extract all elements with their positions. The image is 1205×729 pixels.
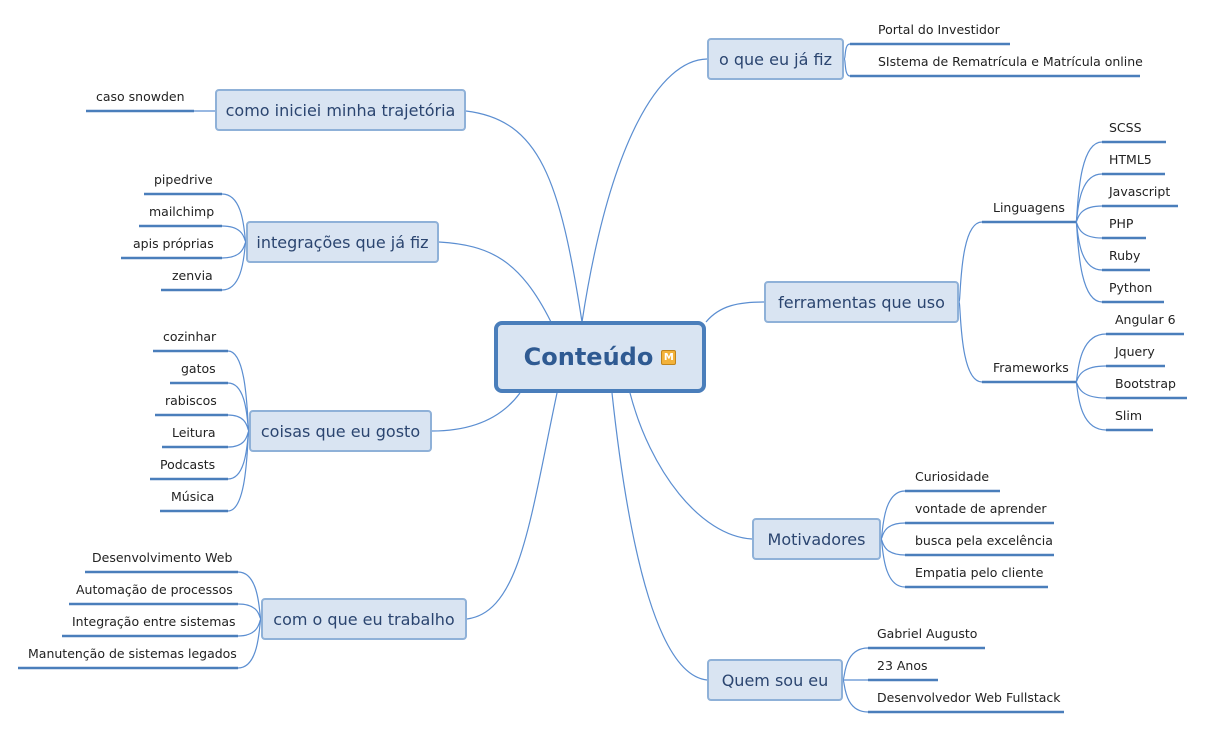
connector-quem-sou (611, 392, 708, 681)
subtopic-23-anos[interactable]: 23 Anos (877, 658, 928, 673)
linguagens-link-5 (1075, 221, 1103, 303)
gosto-link-5 (227, 430, 250, 512)
connector-gosto (431, 392, 521, 432)
o-que-fiz-link-0 (843, 43, 851, 60)
subtopic-podcasts[interactable]: Podcasts (160, 457, 216, 472)
subtopic-python[interactable]: Python (1109, 280, 1153, 295)
topic-com-o-que-trabalho[interactable]: com o que eu trabalho (261, 598, 467, 640)
subtopic-linguagens[interactable]: Linguagens (993, 200, 1065, 215)
gosto-link-0 (227, 350, 250, 432)
motivadores-link-1 (880, 522, 906, 540)
subtopic-html5[interactable]: HTML5 (1109, 152, 1152, 167)
topic-label: com o que eu trabalho (273, 609, 455, 629)
subtopic-bootstrap[interactable]: Bootstrap (1115, 376, 1176, 391)
topic-motivadores[interactable]: Motivadores (752, 518, 881, 560)
subtopic-desenvolvedor-fullstack[interactable]: Desenvolvedor Web Fullstack (877, 690, 1061, 705)
subtopic-curiosidade[interactable]: Curiosidade (915, 469, 990, 484)
topic-label: ferramentas que uso (778, 292, 945, 312)
central-topic-label: Conteúdo (523, 343, 654, 371)
subtopic-portal-investidor[interactable]: Portal do Investidor (878, 22, 1000, 37)
topic-label: coisas que eu gosto (260, 421, 421, 441)
linguagens-link-0 (1075, 141, 1103, 223)
frameworks-link-2 (1075, 381, 1107, 399)
linguagens-link-2 (1075, 205, 1103, 223)
motivadores-link-3 (880, 538, 906, 588)
connector-trajetoria (465, 110, 583, 323)
subtopic-leitura[interactable]: Leitura (172, 425, 216, 440)
subtopic-empatia-cliente[interactable]: Empatia pelo cliente (915, 565, 1044, 580)
subtopic-busca-excelencia[interactable]: busca pela excelência (915, 533, 1053, 548)
subtopic-jquery[interactable]: Jquery (1115, 344, 1155, 359)
subtopic-automacao-processos[interactable]: Automação de processos (76, 582, 233, 597)
trabalho-link-3 (237, 618, 262, 669)
subtopic-desenvolvimento-web[interactable]: Desenvolvimento Web (92, 550, 233, 565)
subtopic-caso-snowden[interactable]: caso snowden (96, 89, 185, 104)
subtopic-scss[interactable]: SCSS (1109, 120, 1142, 135)
subtopic-integracao-sistemas[interactable]: Integração entre sistemas (72, 614, 236, 629)
frameworks-link-3 (1075, 381, 1107, 431)
linguagens-link-3 (1075, 221, 1103, 239)
subtopic-cozinhar[interactable]: cozinhar (163, 329, 217, 344)
o-que-fiz-link-1 (843, 58, 851, 77)
trabalho-link-1 (237, 603, 262, 620)
subtopic-mailchimp[interactable]: mailchimp (149, 204, 215, 219)
connector-integracoes (438, 241, 552, 323)
topic-quem-sou-eu[interactable]: Quem sou eu (707, 659, 843, 701)
topic-coisas-que-gosto[interactable]: coisas que eu gosto (249, 410, 432, 452)
topic-label: integrações que já fiz (256, 232, 429, 252)
ferramentas-link-0 (958, 221, 983, 303)
quem-sou-link-0 (842, 647, 869, 681)
subtopic-pipedrive[interactable]: pipedrive (154, 172, 213, 187)
connector-ferramentas (705, 301, 765, 323)
trabalho-link-2 (237, 618, 262, 637)
motivadores-link-2 (880, 538, 906, 556)
integracoes-link-2 (221, 241, 247, 259)
topic-ferramentas[interactable]: ferramentas que uso (764, 281, 959, 323)
topic-label: como iniciei minha trajetória (225, 100, 456, 120)
ferramentas-link-1 (958, 301, 983, 383)
subtopic-ruby[interactable]: Ruby (1109, 248, 1141, 263)
subtopic-apis-proprias[interactable]: apis próprias (133, 236, 214, 251)
subtopic-frameworks[interactable]: Frameworks (993, 360, 1069, 375)
connector-trabalho (466, 392, 558, 620)
topic-label: Motivadores (767, 529, 866, 549)
frameworks-link-1 (1075, 365, 1107, 383)
subtopic-javascript[interactable]: Javascript (1109, 184, 1171, 199)
central-topic[interactable]: Conteúdo M (494, 321, 706, 393)
subtopic-gatos[interactable]: gatos (181, 361, 216, 376)
quem-sou-link-2 (842, 679, 869, 713)
topic-label: Quem sou eu (721, 670, 829, 690)
topic-integracoes[interactable]: integrações que já fiz (246, 221, 439, 263)
topic-o-que-eu-ja-fiz[interactable]: o que eu já fiz (707, 38, 844, 80)
gosto-link-3 (227, 430, 250, 448)
topic-como-iniciei[interactable]: como iniciei minha trajetória (215, 89, 466, 131)
subtopic-rabiscos[interactable]: rabiscos (165, 393, 217, 408)
subtopic-angular6[interactable]: Angular 6 (1115, 312, 1176, 327)
subtopic-sistema-rematricula[interactable]: SIstema de Rematrícula e Matrícula onlin… (878, 54, 1143, 69)
subtopic-manutencao-sistemas[interactable]: Manutenção de sistemas legados (28, 646, 237, 661)
subtopic-slim[interactable]: Slim (1115, 408, 1143, 423)
subtopic-vontade-aprender[interactable]: vontade de aprender (915, 501, 1047, 516)
subtopic-gabriel-augusto[interactable]: Gabriel Augusto (877, 626, 978, 641)
subtopic-zenvia[interactable]: zenvia (172, 268, 213, 283)
subtopic-musica[interactable]: Música (171, 489, 215, 504)
gosto-link-2 (227, 414, 250, 432)
integracoes-link-1 (221, 225, 247, 243)
marker-icon: M (661, 349, 677, 365)
integracoes-link-3 (221, 241, 247, 291)
subtopic-php[interactable]: PHP (1109, 216, 1134, 231)
connector-o-que-fiz (581, 58, 708, 323)
connector-motivadores (629, 392, 753, 540)
topic-label: o que eu já fiz (719, 49, 832, 69)
